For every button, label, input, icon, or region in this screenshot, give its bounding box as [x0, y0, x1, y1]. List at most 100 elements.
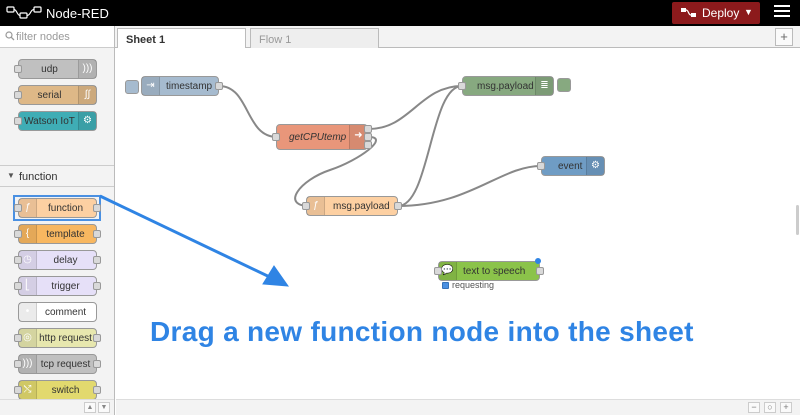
input-port[interactable]: [302, 202, 310, 210]
palette-node-serial[interactable]: serial ∫∫: [18, 85, 97, 105]
palette-node-tcp-request[interactable]: ))) tcp request: [18, 354, 97, 374]
tab-flow-1[interactable]: Flow 1: [250, 28, 379, 49]
output-port: [93, 204, 101, 212]
palette-footer: ▲ ▼: [0, 399, 114, 415]
search-icon: [5, 31, 15, 41]
palette-node-label: switch: [51, 385, 80, 396]
trigger-icon: ⎣: [19, 277, 37, 295]
zoom-reset-icon[interactable]: ○: [764, 402, 776, 413]
function-icon: ƒ: [19, 199, 37, 217]
wire: [368, 85, 463, 130]
switch-icon: ⤭: [19, 381, 37, 399]
palette-node-label: comment: [44, 307, 87, 318]
debug-toggle-button[interactable]: [557, 78, 571, 92]
node-label: text to speech: [463, 266, 526, 277]
palette-node-label: http request: [39, 333, 92, 344]
node-label: msg.payload: [477, 81, 534, 92]
input-port: [14, 117, 22, 125]
drag-arrow: [99, 194, 290, 287]
expand-down-icon[interactable]: ▼: [98, 402, 110, 413]
instruction-caption: Drag a new function node into the sheet: [150, 316, 694, 347]
hamburger-menu-icon[interactable]: [774, 5, 790, 19]
palette-node-trigger[interactable]: ⎣ trigger: [18, 276, 97, 296]
output-port: [93, 386, 101, 394]
output-port: [93, 360, 101, 368]
bridge-icon: ))): [78, 60, 96, 78]
gear-icon: ⚙: [586, 157, 604, 175]
zoom-in-icon[interactable]: +: [780, 402, 792, 413]
workspace-footer: − ○ +: [116, 399, 800, 415]
input-port[interactable]: [537, 162, 545, 170]
output-port[interactable]: [364, 125, 372, 133]
timer-icon: ◷: [19, 251, 37, 269]
comment-icon: •: [19, 303, 37, 321]
output-port[interactable]: [364, 141, 372, 149]
workspace-tabs: Sheet 1 Flow 1: [115, 26, 800, 49]
caret-down-icon[interactable]: ▼: [744, 7, 753, 17]
input-port: [14, 360, 22, 368]
wire: [294, 136, 377, 207]
input-port[interactable]: [458, 82, 466, 90]
flow-node-getcputemp[interactable]: getCPUtemp ➜: [276, 124, 368, 150]
output-port[interactable]: [394, 202, 402, 210]
output-port: [93, 256, 101, 264]
debug-lines-icon: ≣: [535, 77, 553, 95]
wire: [218, 85, 278, 138]
palette-node-label: serial: [37, 90, 62, 101]
input-port[interactable]: [434, 267, 442, 275]
flow-canvas[interactable]: [116, 48, 800, 399]
tab-sheet-1[interactable]: Sheet 1: [117, 28, 246, 49]
palette-node-template[interactable]: { template: [18, 224, 97, 244]
speech-bubble-icon: 💬: [439, 262, 457, 280]
flow-node-timestamp[interactable]: ⇥ timestamp: [141, 76, 219, 96]
deploy-label: Deploy: [702, 6, 740, 20]
palette-node-delay[interactable]: ◷ delay: [18, 250, 97, 270]
node-label: event: [558, 161, 583, 172]
output-port[interactable]: [215, 82, 223, 90]
palette-category-function[interactable]: ▼ function: [0, 165, 114, 187]
node-status-text: requesting: [452, 280, 495, 290]
palette-node-comment[interactable]: • comment: [18, 302, 97, 322]
node-label: timestamp: [166, 81, 213, 92]
palette-node-label: template: [46, 229, 85, 240]
node-palette: udp ))) serial ∫∫ Watson IoT ⚙ ▼ functio…: [0, 26, 115, 415]
status-dot-icon: [442, 282, 449, 289]
flow-node-msg-payload-debug[interactable]: msg.payload ≣: [462, 76, 554, 96]
output-port: [93, 334, 101, 342]
serial-port-icon: ∫∫: [78, 86, 96, 104]
zoom-out-icon[interactable]: −: [748, 402, 760, 413]
flow-node-msg-payload-function[interactable]: ƒ msg.payload: [306, 196, 398, 216]
app-title: Node-RED: [46, 6, 109, 21]
palette-node-watson-iot[interactable]: Watson IoT ⚙: [18, 111, 97, 131]
node-label: getCPUtemp: [289, 132, 347, 143]
arrow-right-icon: ➜: [349, 125, 367, 149]
input-port[interactable]: [272, 133, 280, 141]
tab-label: Sheet 1: [126, 34, 166, 46]
input-port: [14, 282, 22, 290]
output-port[interactable]: [536, 267, 544, 275]
category-label: function: [19, 171, 58, 183]
function-icon: ƒ: [307, 197, 325, 215]
output-port: [93, 282, 101, 290]
flow-node-event[interactable]: event ⚙: [541, 156, 605, 176]
palette-node-udp[interactable]: udp ))): [18, 59, 97, 79]
input-port: [14, 256, 22, 264]
filter-nodes-input[interactable]: [16, 29, 110, 45]
add-tab-button[interactable]: +: [775, 28, 793, 46]
tab-label: Flow 1: [259, 34, 292, 46]
palette-node-http-request[interactable]: ◎ http request: [18, 328, 97, 348]
input-port: [14, 204, 22, 212]
chevron-down-icon: ▼: [7, 171, 15, 180]
output-port[interactable]: [364, 133, 372, 141]
flow-node-text-to-speech[interactable]: 💬 text to speech: [438, 261, 540, 281]
inject-button[interactable]: [125, 80, 139, 94]
deploy-icon: [681, 8, 696, 17]
vertical-scrollbar[interactable]: [796, 205, 799, 235]
deploy-button[interactable]: Deploy ▼: [672, 2, 760, 24]
wire: [397, 85, 463, 207]
palette-node-label: delay: [53, 255, 78, 266]
palette-node-label: function: [47, 203, 84, 214]
node-label: msg.payload: [333, 201, 390, 212]
collapse-up-icon[interactable]: ▲: [84, 402, 96, 413]
input-port: [14, 230, 22, 238]
